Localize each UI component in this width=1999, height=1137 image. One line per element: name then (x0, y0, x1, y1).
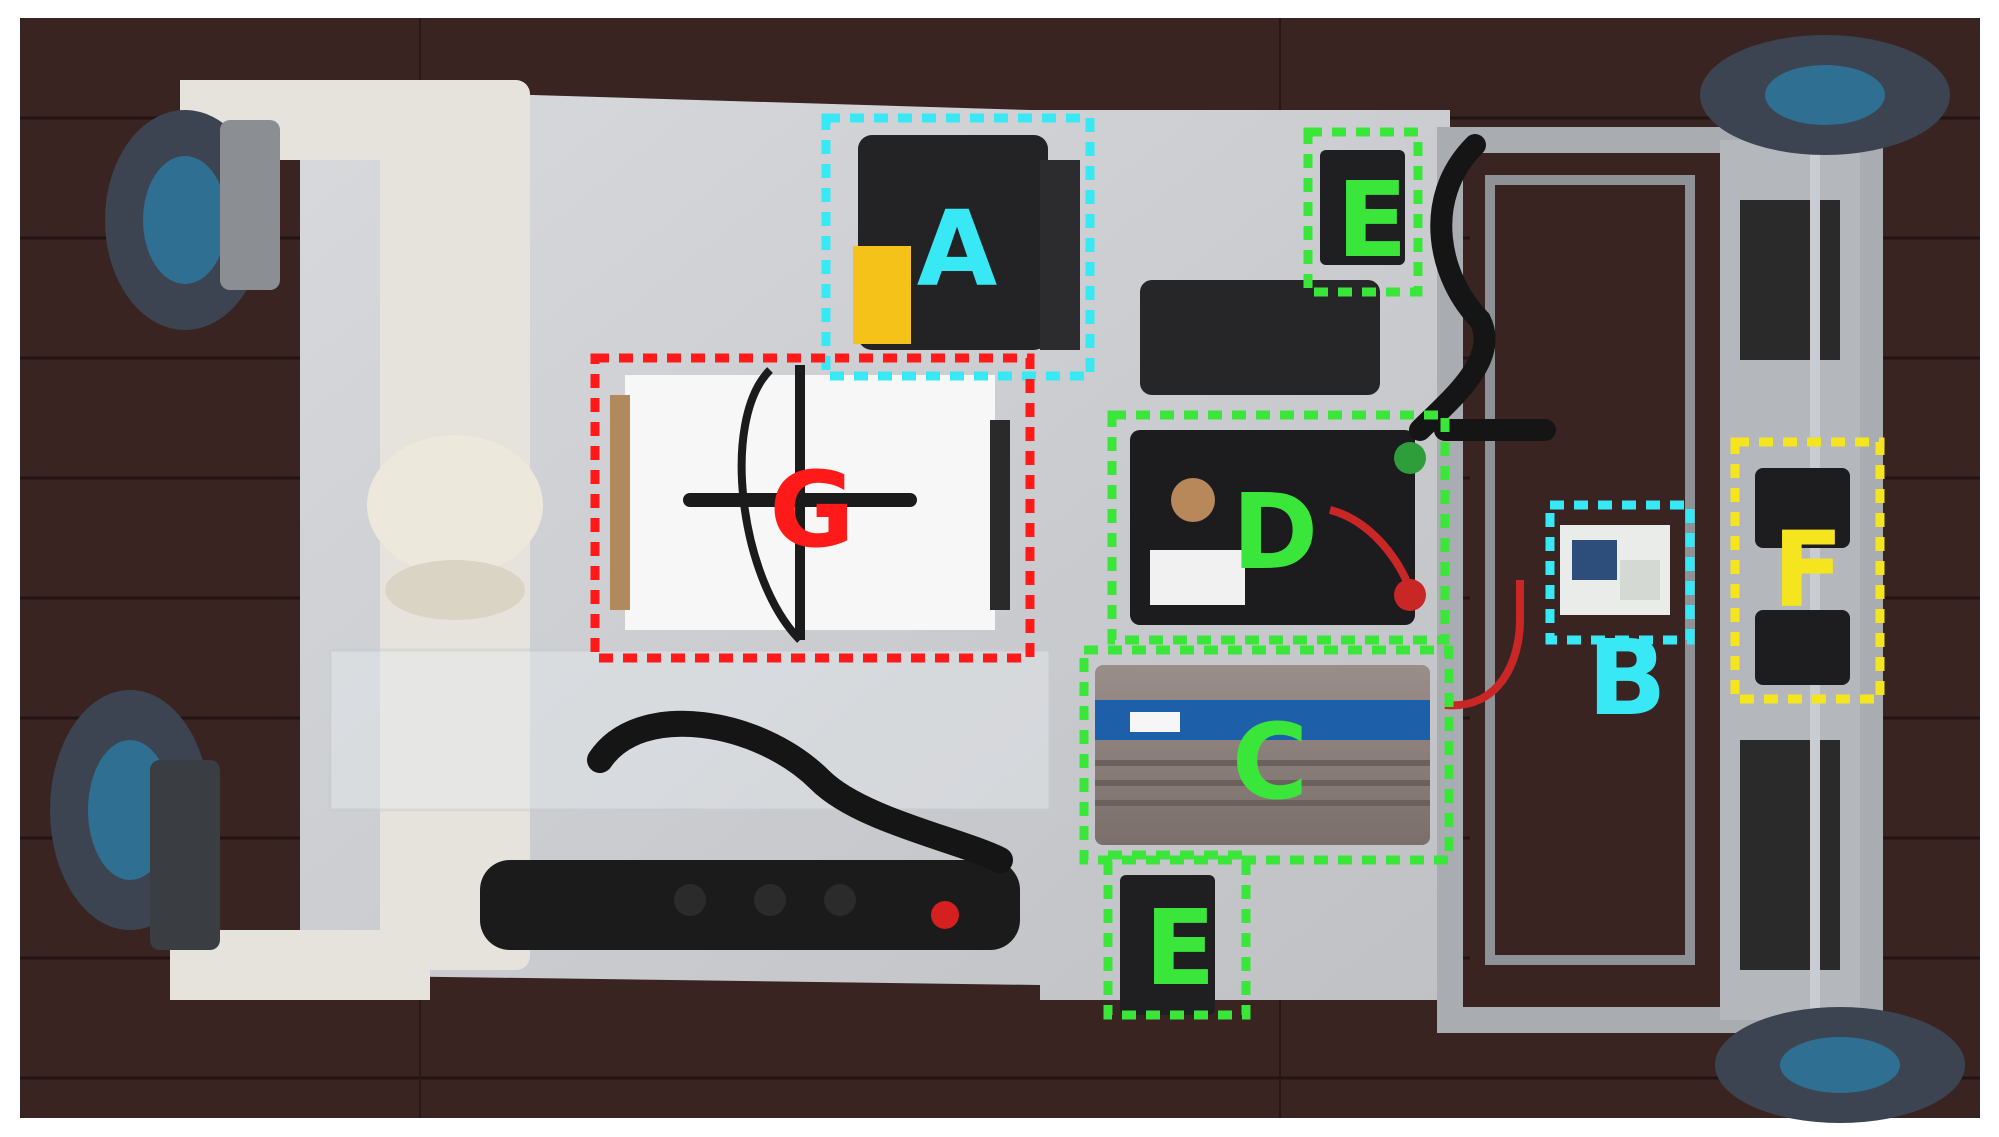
annotation-box-e-top (1303, 127, 1423, 297)
annotation-box-c (1079, 645, 1454, 865)
rear-left-wheel (1700, 35, 1950, 155)
front-right-wheel (50, 690, 220, 950)
power-strip (480, 860, 1020, 950)
annotation-box-g (590, 353, 1035, 663)
component-e-bottom-box (1120, 875, 1215, 1015)
label-e-top: E (1336, 159, 1408, 281)
annotation-box-f (1730, 437, 1885, 704)
label-a: A (916, 188, 998, 310)
dome-lamp (367, 435, 543, 575)
aluminium-frame (1437, 127, 1883, 1033)
component-f-motor-bottom (1755, 610, 1850, 685)
rear-right-wheel (1715, 1007, 1965, 1123)
label-f: F (1772, 509, 1844, 631)
annotation-box-a (821, 113, 1095, 381)
annotation-box-b (1545, 500, 1695, 645)
label-e-bottom: E (1144, 887, 1216, 1009)
label-c: C (1231, 701, 1309, 823)
component-e-top-box (1320, 150, 1405, 265)
label-d: D (1231, 471, 1319, 593)
annotation-box-d (1107, 410, 1450, 645)
component-f-motor-top (1755, 468, 1850, 548)
label-g: G (769, 449, 855, 571)
label-b: B (1587, 617, 1667, 739)
annotation-box-e-bottom (1103, 850, 1251, 1020)
front-left-wheel (105, 110, 280, 330)
